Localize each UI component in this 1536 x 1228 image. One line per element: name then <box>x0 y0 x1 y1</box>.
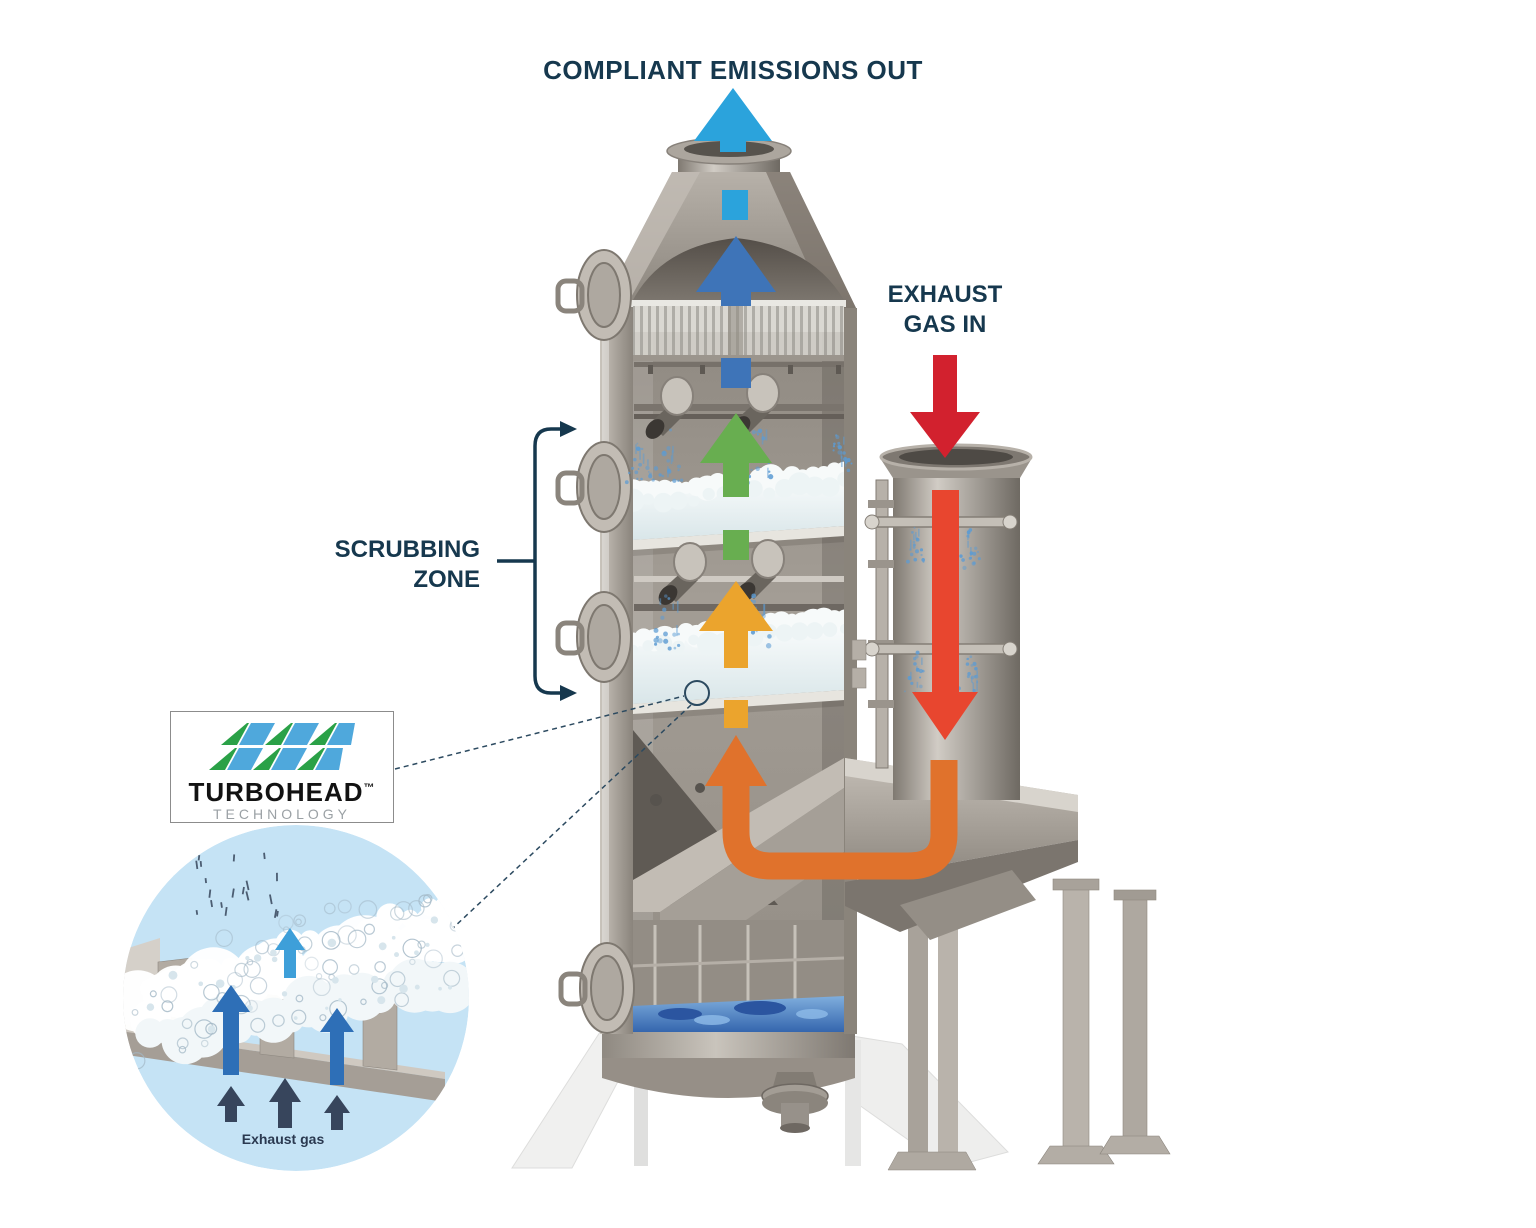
manhole-hatches <box>555 249 635 1034</box>
inlet-u-turn-arrowhead <box>705 735 767 786</box>
turbohead-logo-box: TURBOHEAD™ TECHNOLOGY <box>170 711 394 823</box>
water-spray-mist <box>624 428 981 694</box>
exhaust-gas-in-line1: EXHAUST <box>887 281 1003 308</box>
exhaust-gas-in-label: EXHAUST GAS IN <box>845 280 1045 340</box>
logo-wordmark: TURBOHEAD™ <box>171 775 393 805</box>
lower-arrow-tail <box>724 700 748 728</box>
logo-parallelogram-grid <box>209 723 355 770</box>
inset-bubbling-arrows <box>212 985 354 1085</box>
inlet-u-turn-arrow <box>722 760 958 880</box>
demister <box>630 300 846 361</box>
foam-mass <box>123 893 469 1065</box>
quench-downflow-shaft <box>932 490 959 692</box>
logo-trademark: ™ <box>363 782 376 794</box>
detail-connectors <box>394 680 710 929</box>
logo-subtitle: TECHNOLOGY <box>212 806 351 822</box>
sump <box>602 920 855 1133</box>
inset-exhaust-gas-caption: Exhaust gas <box>241 1131 325 1147</box>
inset-exhaust-arrows <box>217 1078 350 1130</box>
foam-texture <box>620 461 857 656</box>
flow-arrows <box>694 88 980 880</box>
lower-scrubbing-arrow <box>699 581 773 668</box>
scrubbing-zone-bracket <box>497 421 577 701</box>
scrubbing-zone-label: SCRUBBING ZONE <box>280 535 480 595</box>
foam-bubbles <box>128 894 469 1070</box>
scrubber-tower <box>555 137 857 1133</box>
logo-name-text: TURBOHEAD <box>188 777 364 807</box>
wall-clip <box>851 639 867 661</box>
compliant-emissions-out-label: COMPLIANT EMISSIONS OUT <box>543 55 923 85</box>
exhaust-gas-in-line2: GAS IN <box>903 311 987 338</box>
scrubbing-zone-line2: ZONE <box>413 566 480 593</box>
wall-clip <box>851 667 867 689</box>
turbohead-logo-icon <box>209 723 355 770</box>
upper-scrubbing-arrow <box>700 413 772 497</box>
stack-arrow-dash <box>722 190 748 220</box>
compliant-emissions-out-arrow <box>694 88 772 152</box>
scrubbing-zone-line1: SCRUBBING <box>334 536 480 563</box>
exhaust-gas-in-arrow <box>910 355 980 458</box>
clean-gas-stack-arrow <box>696 236 776 306</box>
support-legs <box>887 878 1171 1171</box>
drain-nozzle <box>761 1072 829 1133</box>
turbohead-detail-inset <box>123 825 469 1171</box>
stack-arrow-tail <box>721 358 751 388</box>
spray-nozzle-row-1 <box>634 373 844 439</box>
inset-cleaned-arrow <box>275 928 305 978</box>
detail-marker-circle <box>684 680 710 706</box>
quench-downflow-arrowhead <box>912 692 978 740</box>
upper-arrow-tail <box>723 530 749 560</box>
